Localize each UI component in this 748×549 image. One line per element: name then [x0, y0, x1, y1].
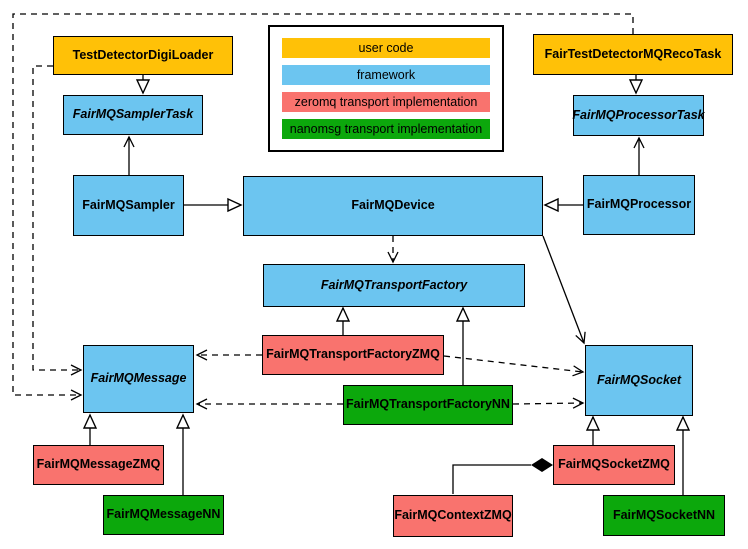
edge-dep-tfnn-socket [512, 397, 585, 409]
node-fairmqsocketnn: FairMQSocketNN [603, 495, 725, 536]
composition-diamond-icon [531, 458, 553, 472]
legend-item-zeromq: zeromq transport implementation [282, 92, 490, 112]
edge-assoc-device-socket [542, 235, 586, 345]
node-fairmqmessagezmq: FairMQMessageZMQ [33, 445, 164, 485]
node-fairmqtransportfactory: FairMQTransportFactory [263, 264, 525, 307]
node-fairmqdevice: FairMQDevice [243, 176, 543, 236]
legend-item-nanomsg: nanomsg transport implementation [282, 119, 490, 139]
legend-item-framework: framework [282, 65, 490, 85]
node-fairmqsocket: FairMQSocket [585, 345, 693, 416]
edge-dep-tfzmq-socket [443, 355, 585, 377]
node-fairmqsocketzmq: FairMQSocketZMQ [553, 445, 675, 485]
node-fairmqprocessor: FairMQProcessor [583, 175, 695, 235]
node-testdetectordigiloader: TestDetectorDigiLoader [53, 36, 233, 75]
edge-comp-socketzmq-contextzmq [452, 464, 531, 494]
node-fairmqmessage: FairMQMessage [83, 345, 194, 413]
legend-item-user-code: user code [282, 38, 490, 58]
node-fairmqtransportfactoryzmq: FairMQTransportFactoryZMQ [262, 335, 444, 375]
node-fairmqcontextzmq: FairMQContextZMQ [393, 495, 513, 537]
legend: user code framework zeromq transport imp… [268, 25, 504, 152]
edge-dep-recotask-message [12, 13, 634, 401]
node-fairmqsampler: FairMQSampler [73, 175, 184, 236]
node-fairmqsamplertask: FairMQSamplerTask [63, 95, 203, 135]
node-fairmqprocessortask: FairMQProcessorTask [572, 95, 705, 136]
node-fairmqmessagenn: FairMQMessageNN [103, 495, 224, 535]
node-fairtestdetectormqrecotask: FairTestDetectorMQRecoTask [533, 34, 733, 75]
node-fairmqtransportfactorynn: FairMQTransportFactoryNN [343, 385, 513, 425]
